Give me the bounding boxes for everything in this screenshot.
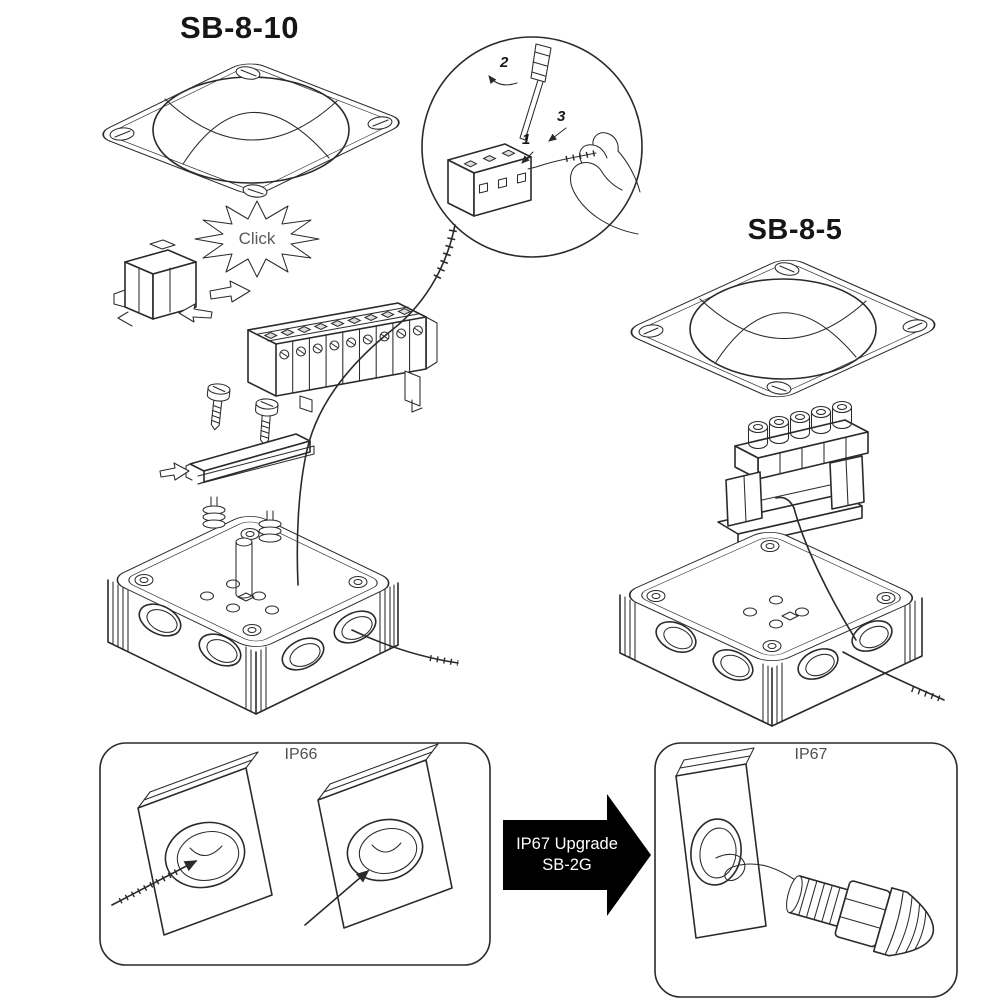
upgrade-arrow-icon: [503, 794, 651, 916]
step-1-label: 1: [522, 131, 531, 148]
hand-illustration: [570, 132, 641, 235]
lid-screw-icon: [242, 184, 268, 198]
product-title-sb-8-5: SB-8-5: [747, 214, 843, 246]
cable-icon: [304, 869, 370, 926]
screwdriver-icon: [519, 43, 552, 141]
wire-illustration: [296, 224, 459, 666]
mounting-rail-illustration: [159, 433, 315, 485]
click-label: Click: [238, 229, 276, 248]
screw-boss: [646, 539, 896, 653]
ip66-panel: [99, 742, 491, 966]
upgrade-arrow-label: IP67 Upgrade SB-2G: [503, 834, 631, 876]
assembly-inset: [421, 36, 643, 258]
sb-8-10-box-illustration: [107, 496, 399, 715]
slide-arrow-icon: [159, 462, 190, 481]
terminal-strip-illustration: [247, 302, 438, 413]
floor-knockouts: [742, 595, 810, 629]
sb-8-5-box-illustration: [619, 532, 923, 727]
screw-boss: [134, 527, 368, 637]
lid-dome: [689, 278, 877, 380]
slide-arrow-icon: [178, 303, 213, 323]
lid-screw-icon: [774, 262, 800, 276]
lid-screw-icon: [638, 324, 664, 338]
step-arrow-icon: [548, 127, 567, 142]
end-clamp-illustration: [113, 239, 197, 327]
membrane-hole: [346, 818, 424, 882]
sb-8-5-lid-illustration: [630, 259, 936, 398]
cable-icon: [111, 860, 198, 906]
slide-arrow-icon: [209, 280, 251, 303]
centre-post: [235, 537, 253, 599]
spring-post-icon: [202, 496, 226, 529]
ip67-label: IP67: [794, 746, 828, 763]
cable-gland-illustration: [786, 875, 935, 957]
lid-screw-icon: [235, 66, 261, 80]
lid-screw-icon: [109, 127, 135, 141]
ip67-panel: [654, 742, 958, 998]
inset-wire: [527, 150, 597, 170]
wire-illustration: [775, 496, 945, 703]
step-2-label: 2: [500, 54, 509, 71]
ip66-label: IP66: [284, 746, 318, 763]
cable-entry-hole: [281, 637, 325, 671]
step-3-label: 3: [557, 108, 566, 125]
lid-screw-icon: [367, 116, 393, 130]
lid-screw-icon: [766, 381, 792, 395]
wall-cutaway-illustration: [317, 743, 453, 929]
wall-cutaway-illustration: [137, 751, 273, 936]
spring-post-icon: [258, 510, 282, 543]
lid-screw-icon: [902, 319, 928, 333]
step-arrow-icon: [521, 151, 534, 164]
cable-icon: [715, 853, 799, 883]
upgrade-arrow-label-line1: IP67 Upgrade: [516, 835, 618, 853]
click-burst-icon: [194, 200, 320, 278]
floor-knockouts: [199, 579, 280, 615]
screw-icon: [255, 398, 279, 446]
screw-icon: [206, 383, 231, 431]
sb-8-10-lid-illustration: [102, 63, 400, 198]
product-title-sb-8-10: SB-8-10: [180, 10, 299, 45]
upgrade-arrow-label-line2: SB-2G: [542, 856, 592, 874]
wall-cutaway-illustration: [675, 747, 767, 939]
step-arrow-icon: [488, 75, 518, 86]
lever-connector-illustration: [447, 143, 532, 217]
